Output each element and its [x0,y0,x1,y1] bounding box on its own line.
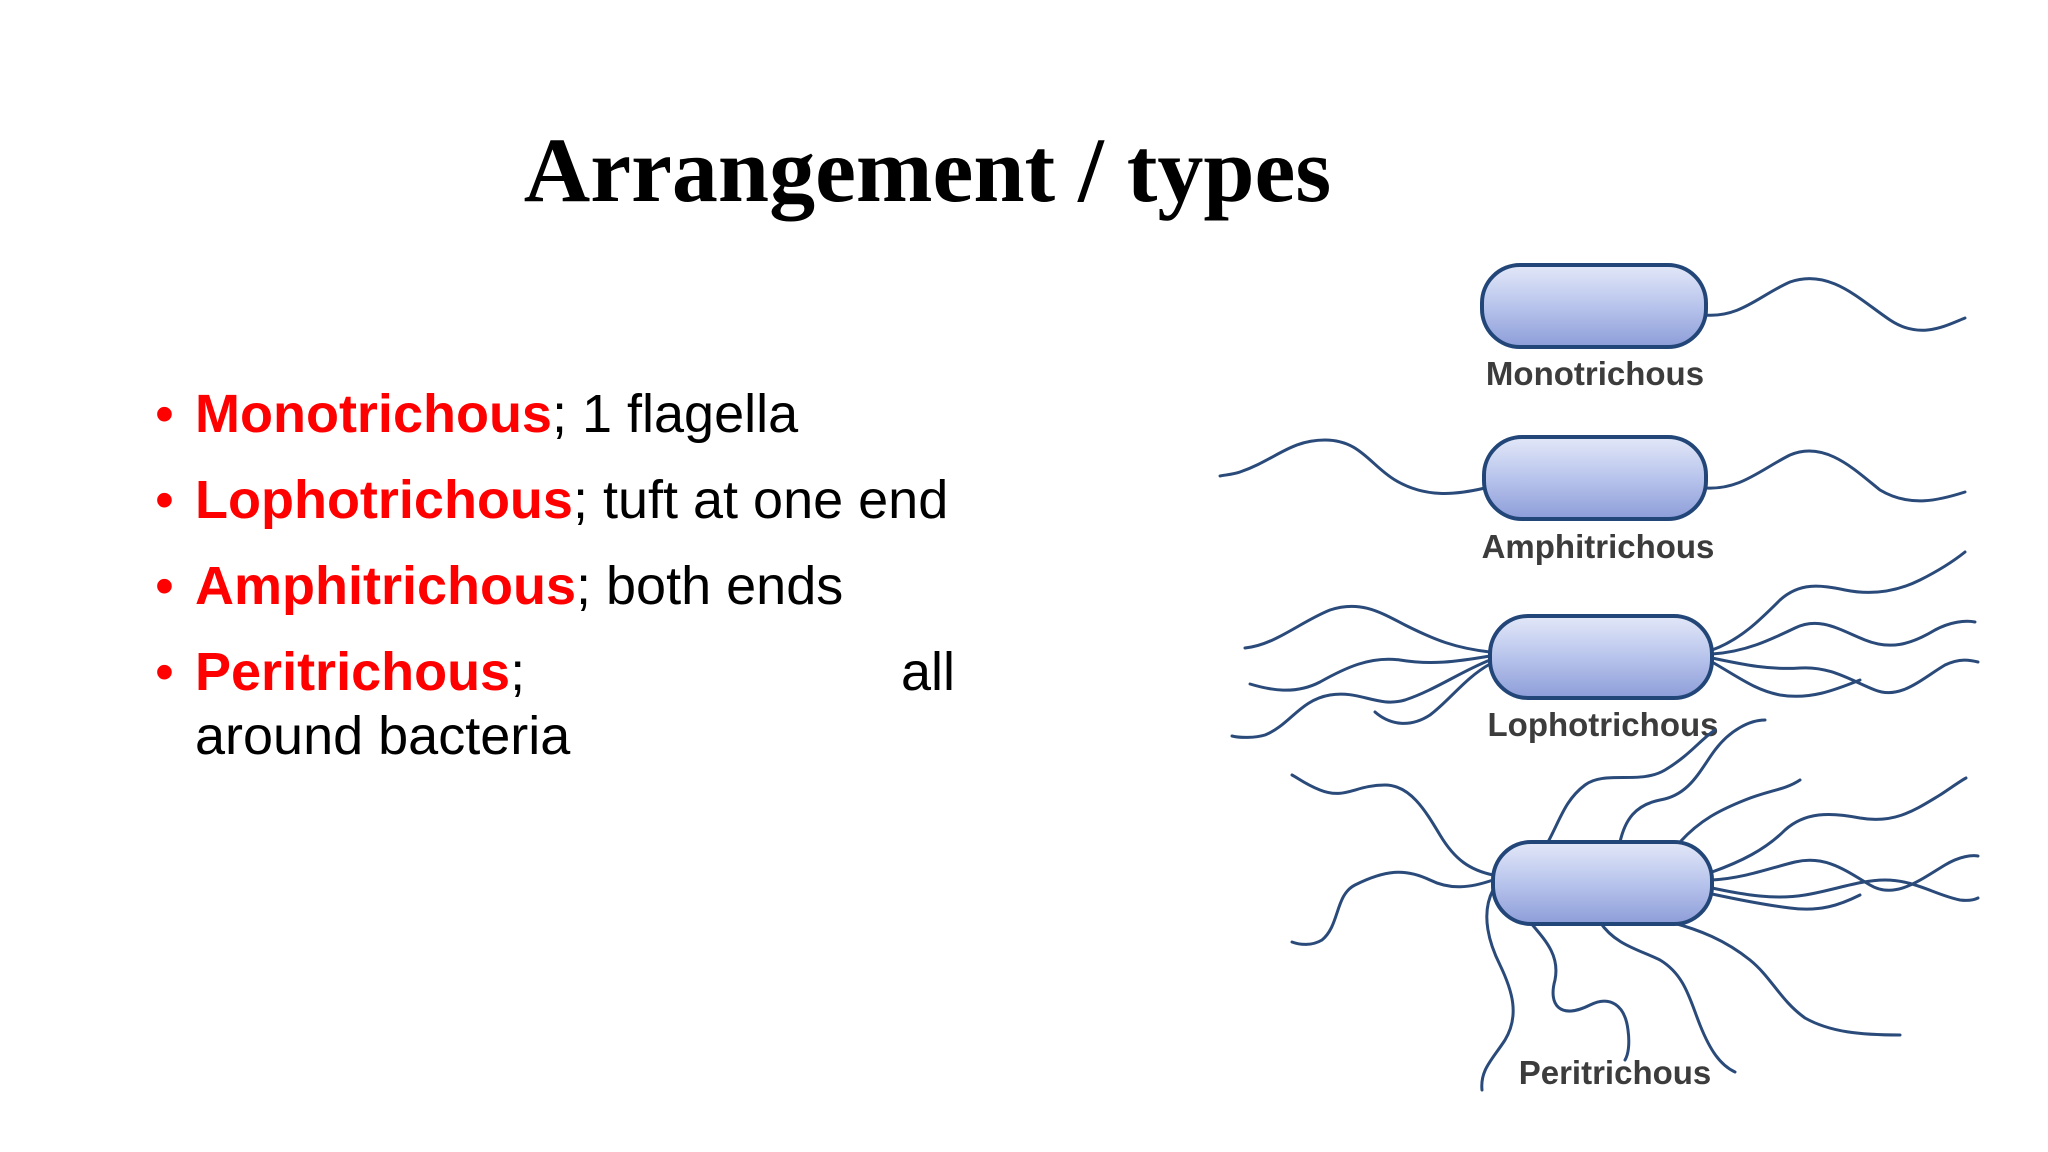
bullet-description: ; 1 flagella [551,384,799,444]
flagellum [1528,920,1631,1062]
amphitrichous-group: Amphitrichous [1218,435,1967,565]
flagellum [1710,656,1980,695]
flagellum [1678,778,1802,844]
flagellum [1598,920,1737,1074]
flagellum [1248,654,1492,692]
slide-title: Arrangement / types [523,119,1332,221]
flagellum [1480,888,1515,1092]
bullet-description: ; both ends [576,556,844,616]
flagellum [1710,660,1862,698]
label-monotrichous: Monotrichous [1486,355,1704,392]
lophotrichous-group: Lophotrichous [1230,550,1980,743]
bullet-description: ; all around bacteria [195,642,1076,766]
flagellum [1218,438,1487,495]
flagellum [1703,277,1967,332]
bullet-item-lophotrichous: • Lophotrichous; tuft at one end [155,468,955,532]
flagella-arrangement-diagram: Monotrichous Amphitrichous Lophotrichous [1218,263,1980,1092]
flagellum [1710,854,1980,892]
label-amphitrichous: Amphitrichous [1482,528,1715,565]
bullet-dot-icon: • [155,556,174,616]
flagellum [1704,449,1967,503]
label-peritrichous: Peritrichous [1519,1054,1712,1091]
flagellum [1710,776,1968,874]
label-lophotrichous: Lophotrichous [1488,706,1719,743]
flagellum [1618,718,1767,844]
bullet-term: Lophotrichous [195,470,573,530]
bullet-item-peritrichous: •Peritrichous; all around bacteria [155,640,955,768]
monotrichous-group: Monotrichous [1480,263,1967,392]
bullet-term: Peritrichous [195,642,511,702]
flagellum [1710,892,1862,911]
flagellum [1710,878,1980,902]
bacterium-cell-amphitrichous [1482,435,1708,521]
bullet-term: Amphitrichous [195,556,577,616]
bullet-dot-icon: • [155,642,174,702]
flagellum [1230,658,1492,739]
bullet-term: Monotrichous [195,384,552,444]
flagellum [1243,604,1492,654]
flagellum [1290,870,1495,946]
flagellum [1546,728,1717,844]
bullet-dot-icon: • [155,470,174,530]
bacterium-cell-lophotrichous [1488,614,1714,700]
flagellum [1373,662,1492,725]
bullet-item-monotrichous: • Monotrichous; 1 flagella [155,382,955,446]
bacterium-cell-monotrichous [1480,263,1708,349]
flagellum [1290,773,1495,877]
bullet-description: ; tuft at one end [572,470,949,530]
bullet-list: • Monotrichous; 1 flagella • Lophotrichous… [155,382,955,790]
flagellum [1710,550,1967,652]
peritrichous-group: Peritrichous [1290,718,1980,1092]
bullet-dot-icon: • [155,384,174,444]
flagellum [1668,920,1902,1037]
bacterium-cell-peritrichous [1491,840,1714,926]
bullet-item-amphitrichous: • Amphitrichous; both ends [155,554,955,618]
flagellum [1710,619,1977,656]
